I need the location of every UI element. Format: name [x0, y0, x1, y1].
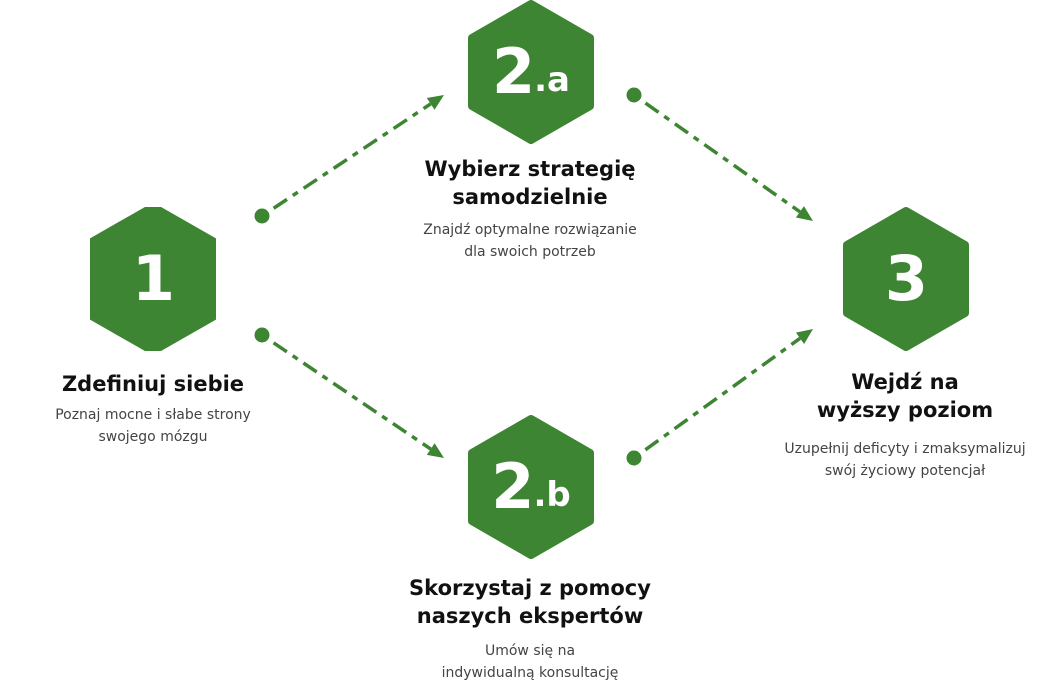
step-2b-text: Skorzystaj z pomocy naszych ekspertów Um…	[380, 574, 680, 684]
step-title: naszych ekspertów	[416, 604, 644, 628]
arrowhead-icon	[795, 329, 813, 345]
hexagon-step-1: 1	[90, 207, 216, 351]
connector-start-dot	[254, 208, 270, 224]
step-title: Wejdź na	[851, 370, 959, 394]
connector-start-dot	[626, 87, 642, 103]
step-2a-text: Wybierz strategię samodzielnie Znajdź op…	[380, 155, 680, 263]
step-3-text: Wejdź na wyższy poziom Uzupełnij deficyt…	[750, 368, 1059, 482]
hexagon-shape	[468, 415, 594, 559]
hexagon-step-2b: 2.b	[468, 415, 594, 559]
step-description-line: dla swoich potrzeb	[464, 244, 596, 260]
step-number-suffix: .b	[533, 475, 571, 515]
step-title: samodzielnie	[452, 185, 608, 209]
step-number: 2.b	[468, 415, 594, 559]
step-number: 3	[843, 207, 969, 351]
step-description-line: Umów się na	[484, 643, 576, 659]
connector-arrow-2a-to-3	[626, 87, 813, 221]
arrowhead-icon	[795, 206, 813, 221]
step-description-line: Znajdź optymalne rozwiązanie	[423, 222, 637, 238]
step-number-main: 2	[492, 35, 535, 108]
hexagon-shape	[90, 207, 216, 351]
step-description-line: indywidualną konsultację	[441, 665, 619, 681]
step-description-line: Poznaj mocne i słabe strony	[55, 407, 251, 423]
hexagon-shape	[468, 0, 594, 144]
connector-start-dot	[626, 450, 642, 466]
hexagon-shape	[843, 207, 969, 351]
step-title: Zdefiniuj siebie	[61, 372, 245, 396]
step-number: 2.a	[468, 0, 594, 144]
connector-dashed-line	[644, 336, 802, 452]
connector-start-dot	[254, 327, 270, 343]
step-title: Wybierz strategię	[424, 157, 636, 181]
hexagon-step-2a: 2.a	[468, 0, 594, 144]
step-number-main: 2	[491, 450, 534, 523]
step-title: Skorzystaj z pomocy	[409, 576, 651, 600]
arrowhead-icon	[426, 443, 444, 458]
connector-dashed-line	[272, 341, 432, 451]
step-description-line: swój życiowy potencjał	[824, 463, 986, 479]
step-1-text: Zdefiniuj siebie Poznaj mocne i słabe st…	[24, 370, 282, 448]
step-number-suffix: .a	[534, 60, 570, 100]
connector-arrow-1-to-2a	[254, 95, 444, 224]
connector-arrow-1-to-2b	[254, 327, 444, 458]
connector-arrow-2b-to-3	[626, 329, 813, 466]
arrowhead-icon	[426, 95, 444, 110]
connector-dashed-line	[272, 102, 432, 210]
step-number-main: 1	[131, 242, 175, 315]
step-description-line: Uzupełnij deficyty i zmaksymalizuj	[784, 441, 1026, 457]
step-number-main: 3	[884, 242, 928, 315]
step-description-line: swojego mózgu	[98, 429, 208, 445]
connector-dashed-line	[644, 101, 801, 214]
hexagon-step-3: 3	[843, 207, 969, 351]
step-title: wyższy poziom	[816, 398, 994, 422]
step-number: 1	[90, 207, 216, 351]
